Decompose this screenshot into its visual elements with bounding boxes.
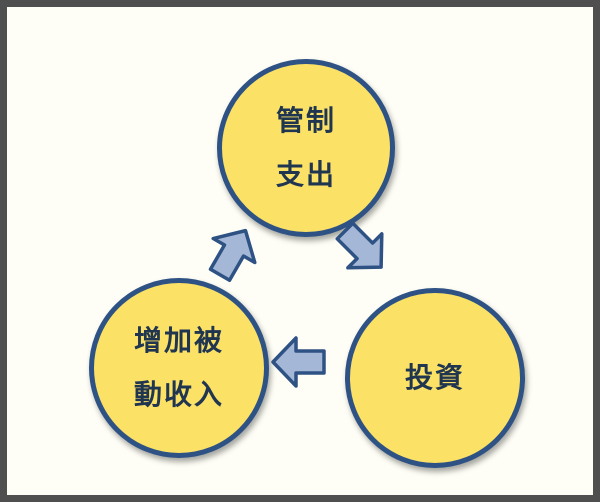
arrow-income-to-control: [208, 228, 257, 283]
node-increase-passive-income: 增加被 動收入: [89, 278, 269, 458]
node-control-spending: 管制 支出: [217, 59, 395, 237]
node-control-spending-line-2: 支出: [275, 158, 336, 191]
node-invest-line-1: 投資: [404, 361, 465, 395]
node-control-spending-line-1: 管制: [275, 104, 336, 138]
node-increase-passive-income-line-1: 增加被: [133, 324, 224, 358]
node-invest: 投資: [345, 288, 525, 468]
arrow-control-to-invest: [335, 221, 384, 270]
arrow-invest-to-income: [271, 336, 326, 388]
node-increase-passive-income-line-2: 動收入: [133, 378, 224, 411]
